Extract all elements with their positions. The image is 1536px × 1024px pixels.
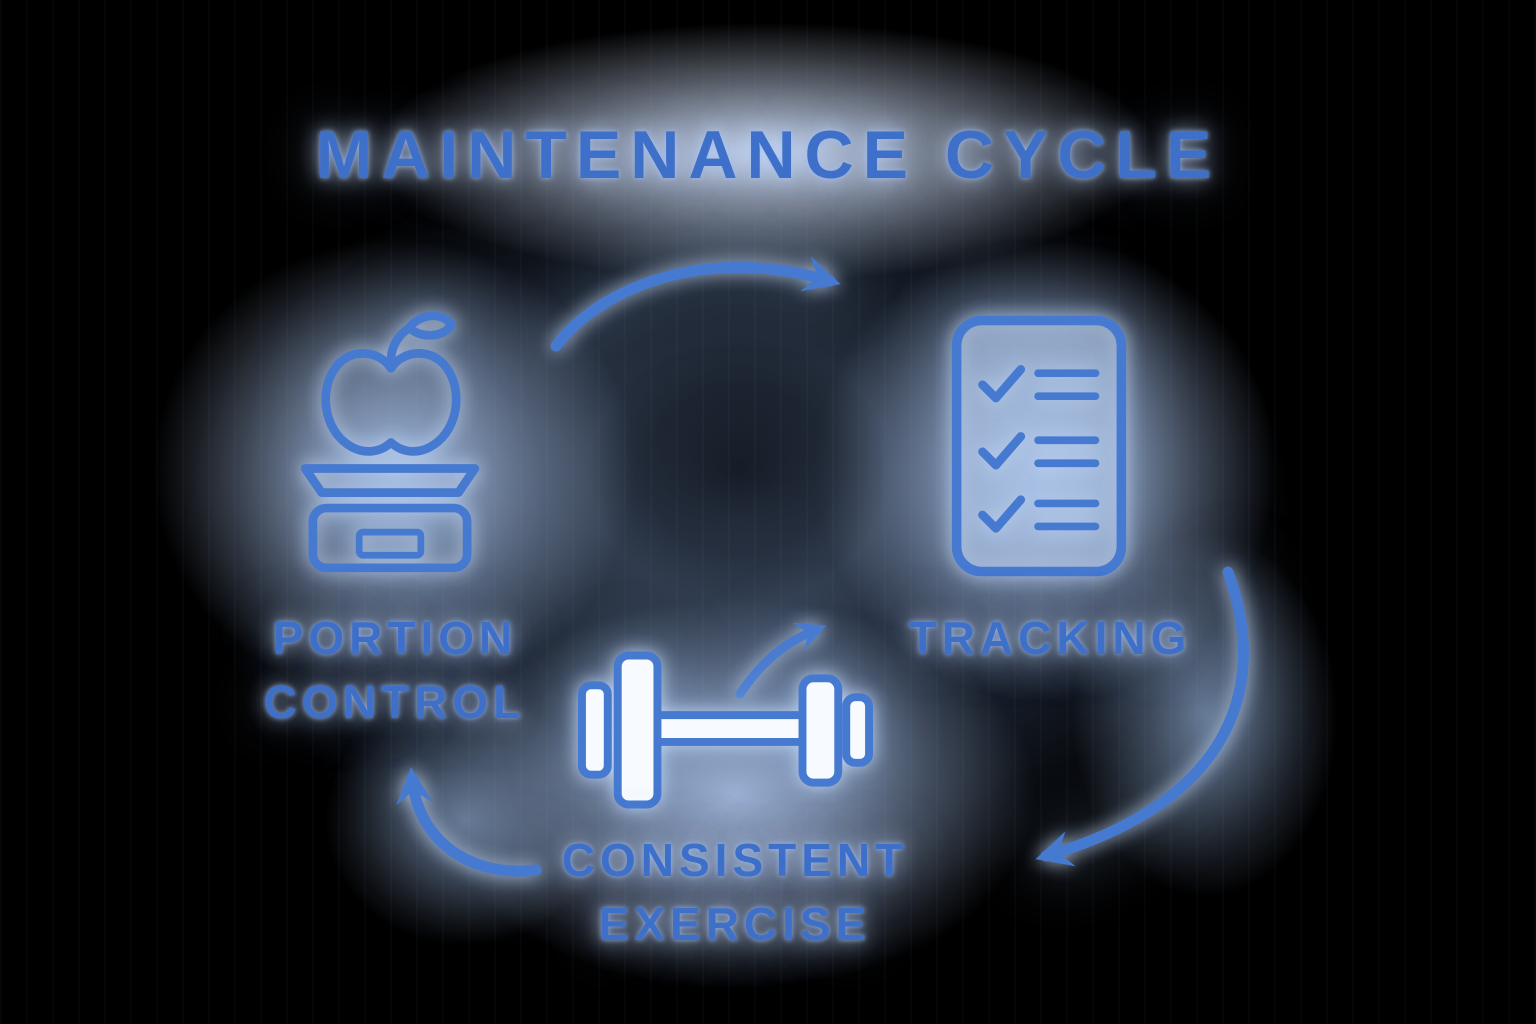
checklist-icon xyxy=(951,315,1127,577)
check-mark-2 xyxy=(978,432,1026,470)
arrow-tracking-to-exercise xyxy=(1035,566,1249,867)
dumbbell-plate-left xyxy=(613,651,662,809)
label-portion-line2: CONTROL xyxy=(263,676,527,728)
label-exercise-line2: EXERCISE xyxy=(598,898,872,950)
check-mark-1 xyxy=(978,365,1026,403)
arrow-portion-to-tracking xyxy=(550,256,841,352)
scale-display xyxy=(355,528,425,559)
apple-leaf-icon xyxy=(404,311,457,340)
label-portion-line1: PORTION xyxy=(272,612,518,664)
diagram-title: MAINTENANCE CYCLE xyxy=(315,117,1221,193)
label-tracking-line1: TRACKING xyxy=(908,612,1192,664)
arrow-inner-exercise-to-tracking xyxy=(735,622,827,699)
label-portion-control: PORTION CONTROL xyxy=(230,606,560,734)
dumbbell-cap-left xyxy=(577,681,612,779)
apple-icon xyxy=(321,349,461,456)
apple-on-food-scale-icon xyxy=(300,311,480,573)
label-consistent-exercise: CONSISTENT EXERCISE xyxy=(555,828,915,956)
arrow-exercise-to-portion xyxy=(396,767,542,877)
checklist-card xyxy=(951,315,1127,577)
dumbbell-cap-right xyxy=(842,693,874,767)
dumbbell-bar xyxy=(637,711,825,746)
dumbbell-icon xyxy=(577,651,874,809)
label-tracking: TRACKING xyxy=(890,606,1210,670)
scale-plate xyxy=(300,464,480,497)
label-exercise-line1: CONSISTENT xyxy=(561,834,909,886)
scale-body xyxy=(308,503,472,573)
check-mark-3 xyxy=(978,495,1026,533)
dumbbell-plate-right xyxy=(798,674,843,787)
